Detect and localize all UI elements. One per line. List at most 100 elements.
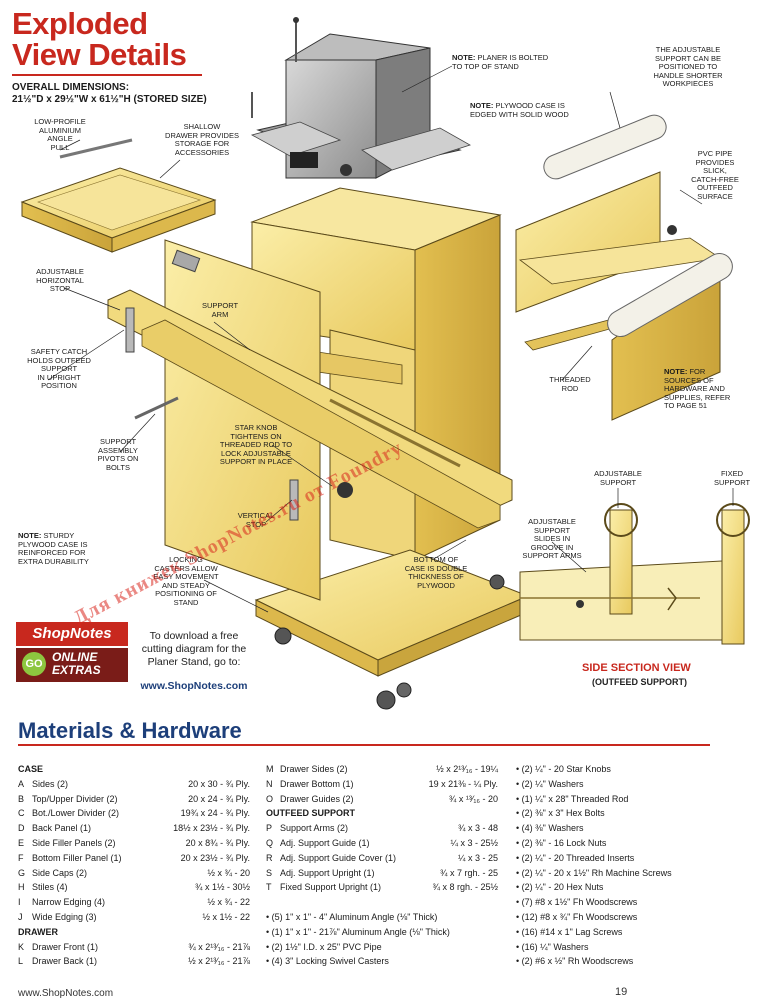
materials-heading: OUTFEED SUPPORT — [266, 808, 356, 819]
part-dimensions: 18½ x 23½ - ¾ Ply. — [173, 823, 250, 834]
exploded-diagram — [20, 17, 750, 710]
part-dimensions: ¾ x 3 - 48 — [457, 823, 498, 834]
hardware-item: • (12) #8 x ¾" Fh Woodscrews — [516, 911, 638, 922]
part-dimensions: ¾ x 7 rgh. - 25 — [439, 867, 498, 878]
drawer-shape — [20, 138, 217, 253]
part-dimensions: ¾ x ¹³⁄₁₆ - 20 — [448, 793, 498, 804]
part-name: Sides (2) — [32, 778, 69, 789]
dimensions-heading: OVERALL DIMENSIONS: — [12, 82, 130, 93]
hardware-item: • (16) ¼" Washers — [516, 941, 589, 952]
part-letter: S — [266, 867, 273, 878]
hardware-item: • (2) ¼" Washers — [516, 778, 584, 789]
part-letter: B — [18, 793, 25, 804]
note-sources-text: FOR SOURCES OF HARDWARE AND SUPPLIES, RE… — [664, 367, 731, 411]
part-dimensions: ¾ x 8 rgh. - 25½ — [432, 882, 498, 893]
note-sturdy-label: NOTE: — [18, 531, 42, 540]
part-letter: L — [18, 956, 24, 967]
part-letter: I — [18, 897, 21, 908]
part-letter: A — [18, 778, 25, 789]
extras-label: EXTRAS — [52, 663, 101, 677]
download-link[interactable]: www.ShopNotes.com — [140, 680, 248, 692]
callout-drawer: SHALLOW DRAWER PROVIDES STORAGE FOR ACCE… — [165, 122, 239, 157]
materials-heading: DRAWER — [18, 926, 58, 937]
part-dimensions: ½ x 2¹³⁄₁₆ - 21⅞ — [188, 956, 250, 967]
part-name: Drawer Guides (2) — [280, 793, 354, 804]
note-sturdy: NOTE: STURDY PLYWOOD CASE IS REINFORCED … — [18, 531, 122, 566]
materials-spacer — [266, 895, 498, 910]
note-bolted-label: NOTE: — [452, 53, 476, 62]
callout-adjustable-support-small: ADJUSTABLE SUPPORT — [594, 469, 642, 487]
part-letter: K — [18, 941, 25, 952]
callout-support-arm: SUPPORT ARM — [201, 301, 239, 319]
hardware-item: • (2) ¼" - 20 Hex Nuts — [516, 882, 604, 893]
base-shape — [254, 549, 530, 710]
online-extras-logo[interactable]: ShopNotes GO ONLINE EXTRAS — [16, 622, 128, 692]
part-name: Drawer Bottom (1) — [280, 778, 354, 789]
part-name: Stiles (4) — [32, 882, 68, 893]
note-sturdy-text: STURDY PLYWOOD CASE IS REINFORCED FOR EX… — [18, 531, 89, 566]
part-letter: R — [266, 852, 273, 863]
materials-row: B Top/Upper Divider (2) 20 x 24 - ¾ Ply. — [18, 792, 250, 807]
part-dimensions: ¾ x 2¹³⁄₁₆ - 21⅞ — [188, 941, 250, 952]
part-dimensions: 20 x 24 - ¾ Ply. — [188, 793, 250, 804]
part-letter: J — [18, 911, 23, 922]
materials-row: A Sides (2) 20 x 30 - ¾ Ply. — [18, 777, 250, 792]
hardware-item: • (16) #14 x 1" Lag Screws — [516, 926, 623, 937]
part-letter: T — [266, 882, 272, 893]
note-sources: NOTE: FOR SOURCES OF HARDWARE AND SUPPLI… — [664, 367, 760, 411]
hardware-item: • (2) ⅜" - 16 Lock Nuts — [516, 837, 607, 848]
part-name: Bot./Lower Divider (2) — [32, 808, 120, 819]
part-dimensions: ¼ x 3 - 25 — [457, 852, 498, 863]
part-name: Side Caps (2) — [32, 867, 88, 878]
part-dimensions: 20 x 30 - ¾ Ply. — [188, 778, 250, 789]
download-text: To download a free cutting diagram for t… — [141, 630, 247, 668]
part-name: Fixed Support Upright (1) — [280, 882, 382, 893]
callout-safety-catch: SAFETY CATCH HOLDS OUTFEED SUPPORT IN UP… — [27, 347, 91, 391]
part-letter: F — [18, 852, 24, 863]
part-name: Adj. Support Upright (1) — [280, 867, 375, 878]
materials-column-3: • (2) ¼" - 20 Star Knobs• (2) ¼" Washers… — [516, 762, 726, 969]
part-dimensions: 19 x 21⅜ - ¼ Ply. — [428, 778, 498, 789]
materials-row: S Adj. Support Upright (1) ¾ x 7 rgh. - 25 — [266, 866, 498, 881]
part-name: Support Arms (2) — [280, 823, 349, 834]
part-dimensions: ½ x 1½ - 22 — [202, 911, 250, 922]
hardware-item: • (4) ⅜" Washers — [516, 823, 584, 834]
part-name: Top/Upper Divider (2) — [32, 793, 118, 804]
part-dimensions: ½ x 2¹³⁄₁₆ - 19¼ — [436, 764, 498, 774]
part-name: Wide Edging (3) — [32, 911, 97, 922]
part-name: Side Filler Panels (2) — [32, 837, 116, 848]
part-name: Narrow Edging (4) — [32, 897, 106, 908]
hardware-item: • (2) 1½" I.D. x 25" PVC Pipe — [266, 941, 382, 952]
callout-casters: LOCKING CASTERS ALLOW EASY MOVEMENT AND … — [153, 555, 219, 607]
title-rule — [12, 74, 202, 76]
page-title: Exploded View Details — [12, 8, 187, 70]
materials-row: J Wide Edging (3) ½ x 1½ - 22 — [18, 910, 250, 925]
callout-threaded-rod: THREADED ROD — [549, 375, 591, 393]
note-bolted-text: PLANER IS BOLTED TO TOP OF STAND — [452, 53, 549, 71]
online-extras-banner: GO ONLINE EXTRAS — [16, 648, 128, 682]
hardware-item: • (1) ¼" x 28" Threaded Rod — [516, 793, 629, 804]
part-letter: H — [18, 882, 25, 893]
part-letter: E — [18, 837, 25, 848]
part-dimensions: ¼ x 3 - 25½ — [450, 837, 498, 848]
part-dimensions: 19¾ x 24 - ¾ Ply. — [180, 808, 250, 819]
hardware-item: • (2) ⅜" x 3" Hex Bolts — [516, 808, 605, 819]
callout-slides-groove: ADJUSTABLE SUPPORT SLIDES IN GROOVE IN S… — [522, 517, 582, 561]
callout-pivots: SUPPORT ASSEMBLY PIVOTS ON BOLTS — [97, 437, 139, 472]
note-sources-label: NOTE: — [664, 367, 688, 376]
